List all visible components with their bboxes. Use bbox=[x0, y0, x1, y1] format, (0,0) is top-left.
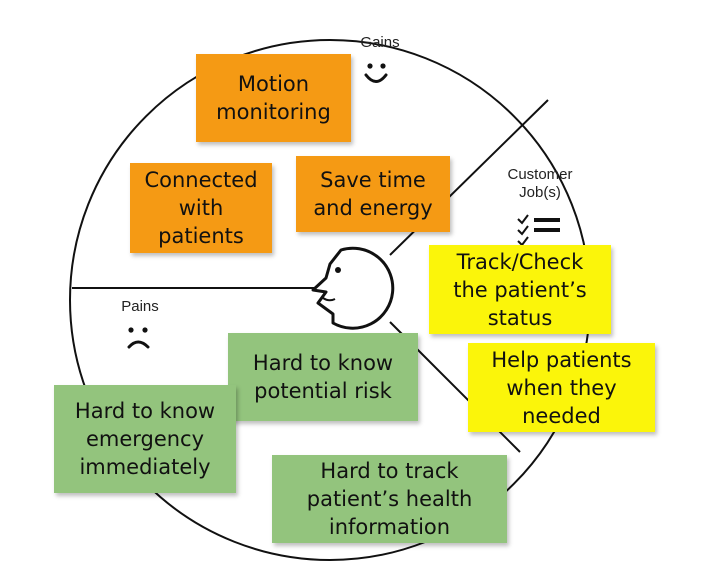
note-hard-to-track-info: Hard to track patient’s health informati… bbox=[272, 455, 507, 543]
checklist-icon bbox=[517, 214, 560, 247]
pains-label: Pains bbox=[121, 298, 159, 315]
note-help-patients: Help patients when they needed bbox=[468, 343, 655, 432]
note-hard-to-know-emergency: Hard to know emergency immediately bbox=[54, 385, 236, 493]
note-save-time-energy: Save time and energy bbox=[296, 156, 450, 232]
note-motion-monitoring: Motion monitoring bbox=[196, 54, 351, 142]
note-track-check-status: Track/Check the patient’s status bbox=[429, 245, 611, 334]
frown-icon bbox=[127, 327, 150, 349]
gains-label: Gains bbox=[360, 34, 400, 51]
customer-jobs-label: Customer Job(s) bbox=[507, 166, 573, 201]
note-hard-to-know-risk: Hard to know potential risk bbox=[228, 333, 418, 421]
smile-icon bbox=[364, 63, 388, 83]
note-connected-with-patients: Connected with patients bbox=[130, 163, 272, 253]
customer-face-icon bbox=[311, 246, 395, 330]
